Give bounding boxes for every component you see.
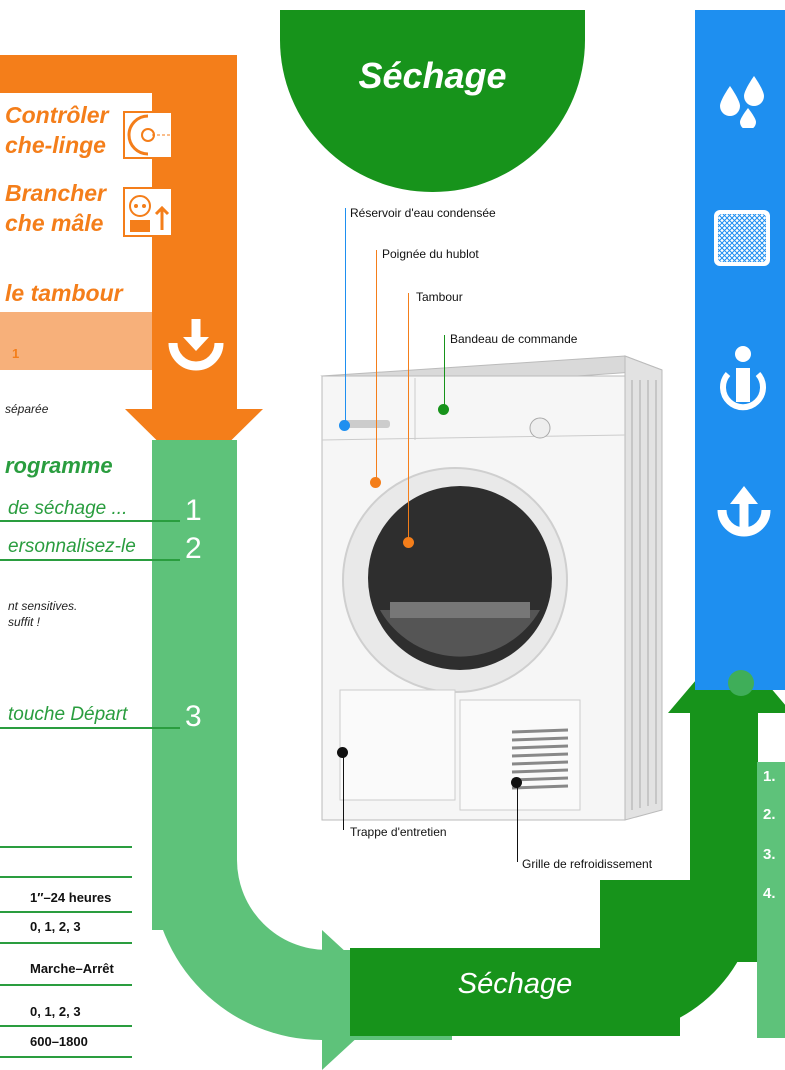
plug-icon bbox=[123, 187, 173, 237]
sensitive-text: nt sensitives. suffit ! bbox=[8, 599, 78, 629]
table-line bbox=[0, 984, 132, 986]
step2-line bbox=[0, 559, 180, 561]
grille-dot bbox=[511, 777, 522, 788]
tank-callout-line bbox=[345, 208, 346, 426]
table-line bbox=[0, 942, 132, 944]
table-line bbox=[0, 876, 132, 878]
list-number: 1. bbox=[763, 768, 776, 785]
green-dot bbox=[728, 670, 754, 696]
green-band-inner bbox=[237, 800, 497, 950]
darkgreen-band-bottom bbox=[350, 948, 680, 1036]
table-row: 600–1800 bbox=[30, 1034, 88, 1049]
peach-label: 1 bbox=[12, 346, 20, 361]
step1-text: de séchage ... bbox=[8, 498, 128, 519]
table-line bbox=[0, 911, 132, 913]
programme-text: rogramme bbox=[5, 453, 113, 478]
step3-line bbox=[0, 727, 180, 729]
page-title: Séchage bbox=[358, 55, 507, 96]
separate-text: séparée bbox=[5, 402, 49, 416]
bottom-title: Séchage bbox=[457, 968, 573, 1000]
right-green-strip bbox=[757, 762, 785, 1038]
header-semicircle bbox=[280, 10, 585, 192]
drops-icon bbox=[720, 76, 764, 128]
hatch-dot bbox=[337, 747, 348, 758]
table-line bbox=[0, 1025, 132, 1027]
drum-dot bbox=[403, 537, 414, 548]
drum-callout-line bbox=[408, 293, 409, 543]
handle-label: Poignée du hublot bbox=[382, 247, 479, 261]
table-line bbox=[0, 1056, 132, 1058]
step3-text: touche Départ bbox=[8, 704, 128, 725]
door-icon bbox=[123, 111, 173, 159]
tank-label: Réservoir d'eau condensée bbox=[350, 206, 496, 220]
step1-number: 1 bbox=[185, 494, 202, 527]
step1-line bbox=[0, 520, 180, 522]
info-icon bbox=[720, 346, 766, 411]
panel-callout-line bbox=[444, 335, 445, 410]
list-number: 2. bbox=[763, 806, 776, 823]
download-icon bbox=[168, 319, 224, 371]
panel-dot bbox=[438, 404, 449, 415]
step2-text: ersonnalisez-le bbox=[8, 536, 136, 557]
table-row: 0, 1, 2, 3 bbox=[30, 919, 81, 934]
grille-callout-line bbox=[517, 782, 518, 862]
table-row: Marche–Arrêt bbox=[30, 961, 114, 976]
list-number: 4. bbox=[763, 885, 776, 902]
table-row: 0, 1, 2, 3 bbox=[30, 1004, 81, 1019]
handle-dot bbox=[370, 477, 381, 488]
table-line bbox=[0, 846, 132, 848]
orange-band-top bbox=[0, 55, 152, 93]
drum-label: Tambour bbox=[416, 290, 463, 304]
list-number: 3. bbox=[763, 846, 776, 863]
dryer-illustration bbox=[320, 355, 663, 821]
upload-icon bbox=[717, 486, 771, 537]
peach-bar bbox=[0, 312, 152, 370]
step2-number: 2 bbox=[185, 532, 202, 565]
handle-callout-line bbox=[376, 250, 377, 482]
panel-label: Bandeau de commande bbox=[450, 332, 578, 346]
tank-dot bbox=[339, 420, 350, 431]
step3-number: 3 bbox=[185, 700, 202, 733]
hatch-callout-line bbox=[343, 752, 344, 830]
darkgreen-band-column bbox=[690, 712, 758, 962]
grille-label: Grille de refroidissement bbox=[522, 857, 653, 871]
hatch-label: Trappe d'entretien bbox=[350, 825, 447, 839]
check-text: Contrôler che-linge bbox=[5, 102, 109, 158]
drum-text: le tambour bbox=[5, 280, 123, 306]
filter-icon bbox=[714, 210, 770, 266]
table-row: 1″–24 heures bbox=[30, 890, 112, 905]
plug-text: Brancher che mâle bbox=[5, 180, 106, 236]
